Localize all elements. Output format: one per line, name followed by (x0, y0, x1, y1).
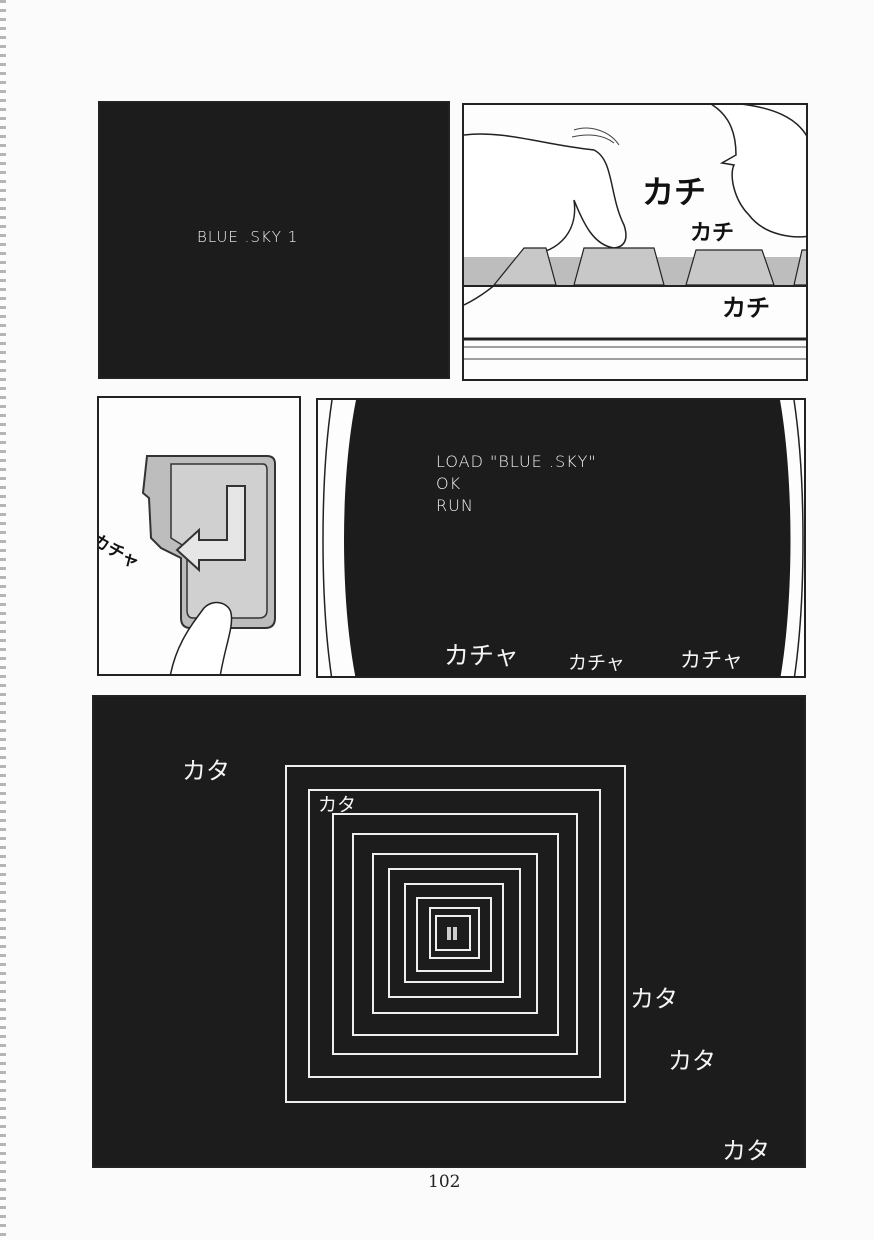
panel-load-screen: LOAD "BLUE .SKY" OK RUN カチャ カチャ カチャ (316, 398, 806, 678)
page-number: 102 (428, 1172, 461, 1192)
sfx-kata: カタ (722, 1137, 770, 1165)
panel-enter-key: カチャ (97, 396, 301, 676)
screen-title-text: BLUE .SKY 1 (197, 228, 299, 246)
speech-bubble (711, 105, 806, 238)
enter-key-illustration (141, 455, 276, 674)
tunnel-square (352, 833, 559, 1036)
tunnel-square (404, 883, 504, 983)
tunnel-squares (285, 765, 626, 1103)
sfx-kata: カタ (668, 1047, 716, 1075)
tunnel-square (332, 813, 578, 1055)
tunnel-center-mark (447, 927, 451, 940)
screen-line-run: RUN (436, 496, 474, 515)
return-arrow-icon (175, 485, 246, 573)
tunnel-square (285, 765, 626, 1103)
tunnel-square (372, 853, 538, 1014)
sfx-kata: カタ (630, 985, 678, 1013)
sfx-kachi: カチ (722, 294, 770, 322)
page-edge (0, 0, 6, 1240)
sfx-kachi: カチ (690, 221, 735, 246)
tunnel-square (388, 868, 521, 998)
typing-hand-illustration (464, 105, 806, 360)
tunnel-center-mark (453, 927, 457, 940)
tunnel-square (416, 897, 492, 972)
sfx-kata: カタ (182, 757, 230, 785)
panel-title-screen: BLUE .SKY 1 (98, 101, 450, 379)
monitor-bezel (318, 400, 804, 676)
tunnel-square (308, 789, 601, 1078)
sfx-kachi: カチ (642, 173, 707, 211)
sfx-kacha: カチャ (444, 641, 519, 670)
finger (169, 601, 233, 674)
tunnel-square (429, 907, 480, 959)
panel-typing: カチ カチ カチ (462, 103, 808, 381)
sfx-kacha: カチャ (568, 652, 625, 674)
sfx-kacha: カチャ (680, 648, 743, 672)
screen-line-load: LOAD "BLUE .SKY" (436, 452, 597, 471)
panel-tunnel: カタ カタ カタ カタ カタ (92, 695, 806, 1168)
sfx-kata: カタ (318, 794, 357, 816)
screen-line-ok: OK (436, 474, 462, 493)
tunnel-square (435, 915, 471, 951)
